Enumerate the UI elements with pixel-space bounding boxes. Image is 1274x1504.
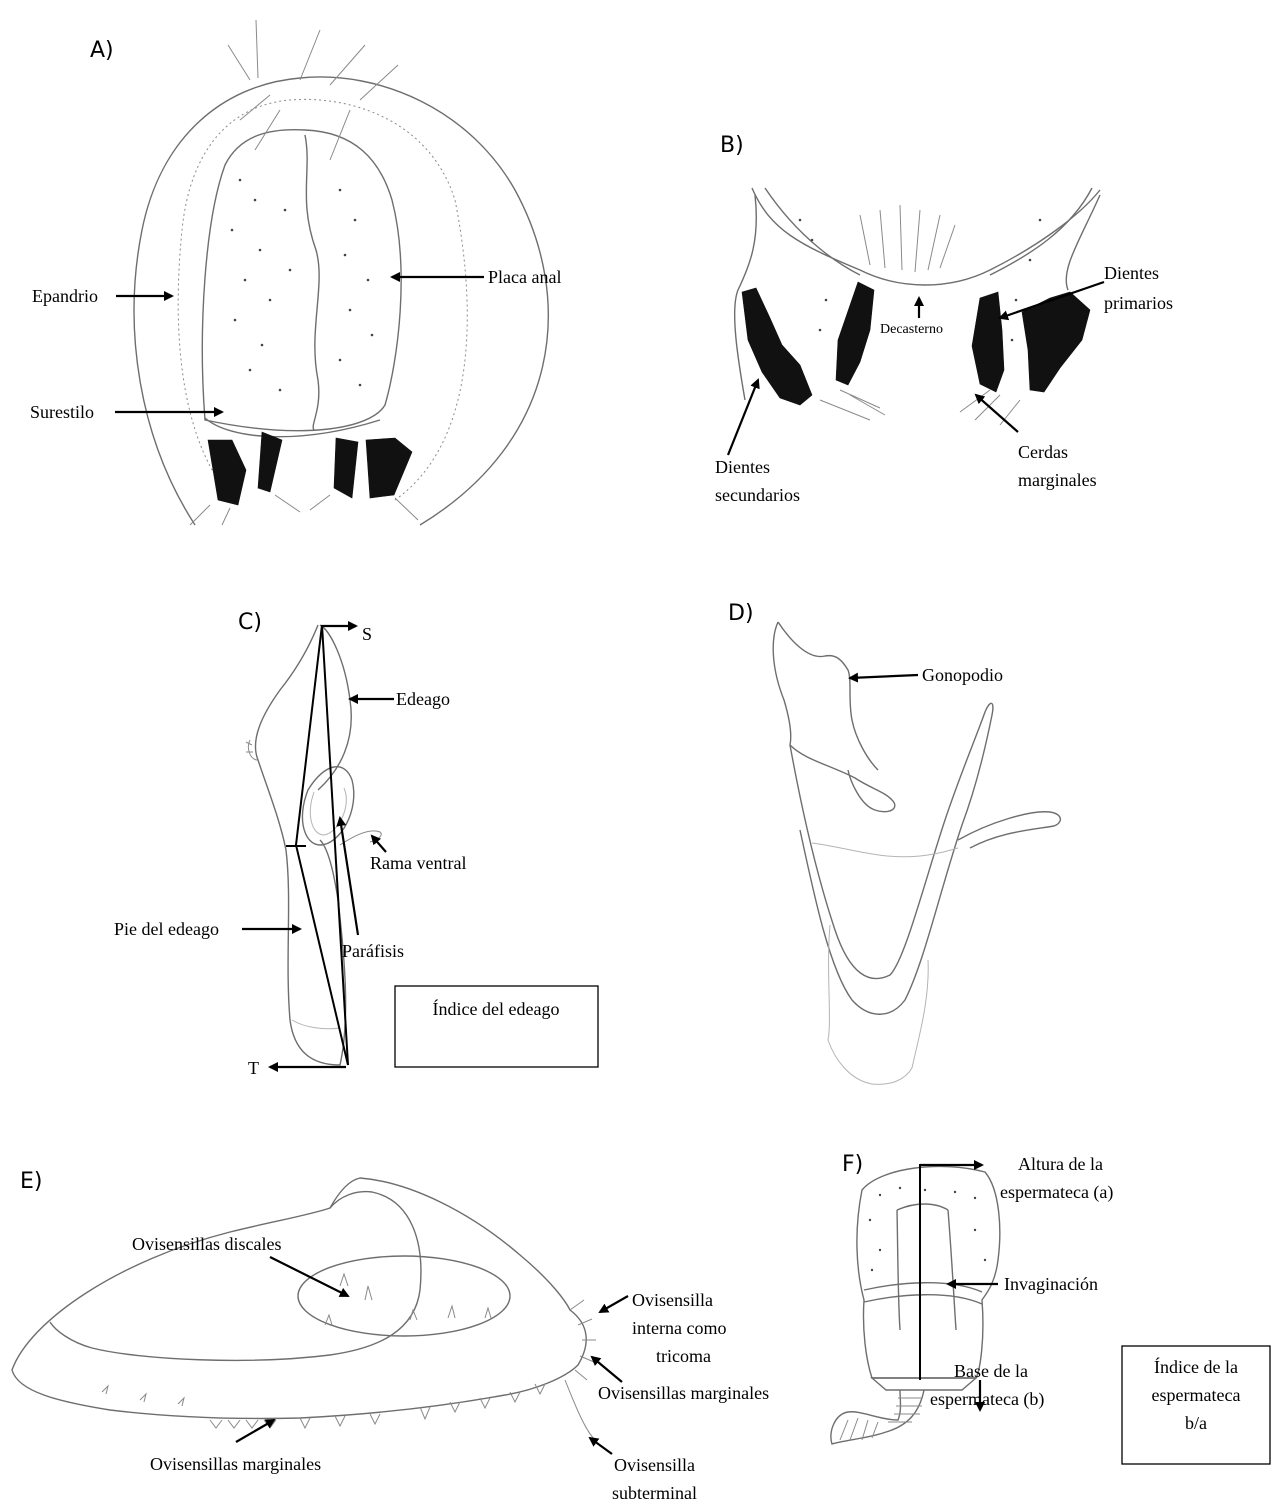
- label-base-2: espermateca (b): [930, 1389, 1044, 1410]
- label-s: S: [362, 624, 372, 644]
- gonopod-drawing: [773, 622, 1060, 1084]
- epandrium-drawing: [134, 20, 548, 525]
- panel-a: A): [30, 20, 561, 525]
- label-epandrio: Epandrio: [32, 286, 98, 306]
- panel-c-letter: C): [238, 610, 262, 635]
- label-gonopodio: Gonopodio: [922, 665, 1003, 685]
- label-surestilo: Surestilo: [30, 402, 94, 422]
- label-cerdas-marginales-2: marginales: [1018, 470, 1097, 490]
- label-ovisensilla-subterminal-2: subterminal: [612, 1483, 697, 1503]
- panel-f-letter: F): [842, 1152, 863, 1177]
- label-altura-1: Altura de la: [1018, 1154, 1103, 1174]
- panel-c: C) S Edeago Rama ventral Pie del edeago …: [114, 610, 598, 1078]
- panel-d: D) Gonopodio: [728, 601, 1060, 1084]
- label-altura-2: espermateca (a): [1000, 1182, 1113, 1203]
- b-primary-teeth-left: [836, 282, 874, 385]
- panel-f: F) Altura de la espermateca (a) Invagina…: [831, 1152, 1270, 1464]
- a-secondary-teeth-right: [366, 438, 412, 498]
- label-t: T: [248, 1058, 259, 1078]
- label-ovisensilla-subterminal-1: Ovisensilla: [614, 1455, 695, 1475]
- a-primary-teeth-left: [258, 432, 282, 492]
- indice-espermateca-2: espermateca: [1152, 1385, 1241, 1405]
- panel-d-letter: D): [728, 601, 754, 626]
- panel-e-letter: E): [20, 1169, 42, 1194]
- ovipositor-drawing: [12, 1178, 596, 1440]
- b-primary-teeth-right: [972, 292, 1004, 392]
- label-ovisensilla-interna-1: Ovisensilla: [632, 1290, 713, 1310]
- panel-a-letter: A): [90, 38, 114, 63]
- label-pie-del-edeago: Pie del edeago: [114, 919, 219, 939]
- label-parafisis: Paráfisis: [342, 941, 404, 961]
- label-dientes-primarios-2: primarios: [1104, 293, 1173, 313]
- anal-plate-setae: [231, 179, 374, 392]
- label-ovisensillas-marginales-right: Ovisensillas marginales: [598, 1383, 769, 1403]
- indice-espermateca-3: b/a: [1185, 1413, 1207, 1433]
- label-dientes-secundarios-1: Dientes: [715, 457, 770, 477]
- label-ovisensillas-discales: Ovisensillas discales: [132, 1234, 281, 1254]
- b-secondary-teeth-left: [742, 288, 812, 405]
- label-placa-anal: Placa anal: [488, 267, 561, 287]
- panel-b: B) Dientes primarios Decasterno Dientes …: [715, 133, 1173, 505]
- label-decasterno: Decasterno: [880, 322, 943, 337]
- label-ovisensilla-interna-2: interna como: [632, 1318, 726, 1338]
- label-ovisensillas-marginales-bottom: Ovisensillas marginales: [150, 1454, 321, 1474]
- decasternum-drawing: [735, 188, 1100, 425]
- a-secondary-teeth-left: [208, 440, 246, 505]
- label-base-1: Base de la: [954, 1361, 1028, 1381]
- a-primary-teeth-right: [334, 438, 358, 498]
- label-cerdas-marginales-1: Cerdas: [1018, 442, 1068, 462]
- label-edeago: Edeago: [396, 689, 450, 709]
- indice-espermateca-1: Índice de la: [1154, 1356, 1238, 1377]
- label-ovisensilla-interna-3: tricoma: [656, 1346, 711, 1366]
- panel-e: E) Ovisensillas discales Ovisensilla int…: [12, 1169, 769, 1503]
- label-rama-ventral: Rama ventral: [370, 853, 466, 873]
- label-invaginacion: Invaginación: [1004, 1274, 1098, 1294]
- indice-edeago-text: Índice del edeago: [433, 998, 560, 1019]
- label-dientes-primarios-1: Dientes: [1104, 263, 1159, 283]
- label-dientes-secundarios-2: secundarios: [715, 485, 800, 505]
- panel-b-letter: B): [720, 133, 744, 158]
